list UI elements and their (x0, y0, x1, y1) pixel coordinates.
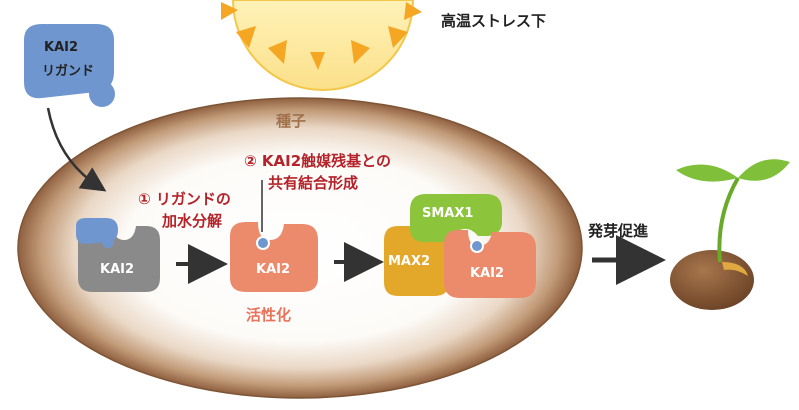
kai2-inactive-label: KAI2 (100, 262, 135, 277)
condition-label: 高温ストレス下 (441, 12, 547, 30)
sprout-icon (670, 159, 790, 310)
outcome-label: 発芽促進 (588, 222, 649, 240)
sun-icon (221, 0, 422, 91)
ligand-label-line1: KAI2 (44, 40, 79, 55)
bound-ligand-blob (76, 218, 118, 248)
step1-label-line1: ① リガンドの (138, 190, 231, 208)
max2-protein (384, 226, 450, 296)
activation-label: 活性化 (246, 306, 292, 324)
smax1-label: SMAX1 (422, 206, 474, 221)
kai2-complex-label: KAI2 (470, 266, 505, 281)
step2-label-line2: 共有結合形成 (268, 174, 359, 192)
kai2-ligand-shape (24, 24, 115, 107)
smax1-protein (410, 194, 502, 242)
step1-label-line2: 加水分解 (162, 212, 223, 230)
ligand-label-line2: リガンド (42, 64, 95, 79)
step2-label-line1: ② KAI2触媒残基との (244, 152, 392, 170)
seed-label: 種子 (276, 112, 307, 130)
max2-label: MAX2 (388, 254, 431, 269)
kai2-complex-protein (444, 230, 536, 298)
ligand-entry-arrow (46, 107, 107, 192)
kai2-active-label: KAI2 (256, 262, 291, 277)
kai2-active-protein (230, 222, 318, 292)
